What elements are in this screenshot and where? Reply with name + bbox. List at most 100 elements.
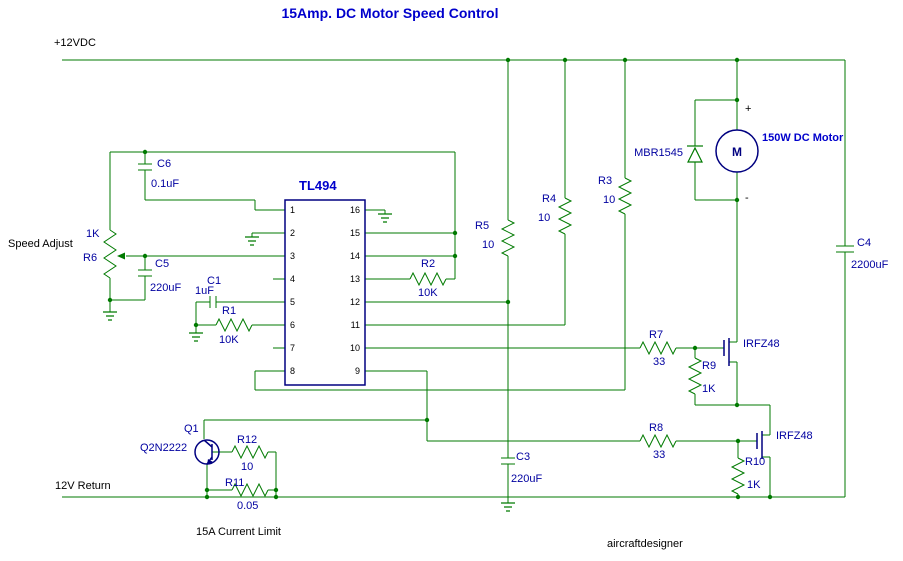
capacitor-c4-symbol <box>836 245 854 253</box>
cap-c4-value: 2200uF <box>851 259 889 271</box>
ic-pin-number: 9 <box>355 366 360 376</box>
resistor-r4-symbol <box>557 197 573 235</box>
res-r10-value: 1K <box>747 479 761 491</box>
motor-branch-wire <box>694 60 738 342</box>
junction-dot <box>692 345 698 351</box>
junction-dot <box>107 297 113 303</box>
ground-icon <box>245 236 259 246</box>
ic-pin-number: 12 <box>350 297 360 307</box>
supply-vertical-wires <box>254 60 626 503</box>
junction-dot <box>505 57 511 63</box>
junction-dot <box>622 57 628 63</box>
motor-minus-label: - <box>745 192 749 204</box>
ground-icon <box>501 502 515 512</box>
resistor-r6-pot-symbol <box>103 229 117 279</box>
junction-dots <box>107 57 773 500</box>
res-r10-ref: R10 <box>745 456 765 468</box>
diode-triangle-icon <box>687 146 703 163</box>
resistor-r3-symbol <box>617 177 633 215</box>
resistor-symbols <box>103 177 746 498</box>
power-stage-wires <box>694 341 771 497</box>
cap-c5-value: 220uF <box>150 282 181 294</box>
annotation-current-limit: 15A Current Limit <box>196 526 281 538</box>
junction-dot <box>452 230 458 236</box>
wires <box>62 59 846 503</box>
junction-dot <box>734 197 740 203</box>
res-r11-value: 0.05 <box>237 500 258 512</box>
ic-pin-number: 14 <box>350 251 360 261</box>
junction-dot <box>767 494 773 500</box>
ic-pin-number: 13 <box>350 274 360 284</box>
resistor-r9-symbol <box>687 357 703 395</box>
schematic-title: 15Amp. DC Motor Speed Control <box>281 5 498 21</box>
pot-r6-value: 1K <box>86 228 100 240</box>
mosfet-upper-symbol <box>723 338 730 366</box>
resistor-r12-symbol <box>231 444 269 460</box>
ic-pin-number: 8 <box>290 366 295 376</box>
ic-pin-number: 10 <box>350 343 360 353</box>
ic-pin-number: 5 <box>290 297 295 307</box>
res-r2-ref: R2 <box>421 258 435 270</box>
motor-plus-label: + <box>745 103 751 115</box>
mosfet-upper-part-label: IRFZ48 <box>743 338 780 350</box>
mosfet-lower-symbol <box>756 431 763 459</box>
mosfet-lower-part-label: IRFZ48 <box>776 430 813 442</box>
cap-c3-ref: C3 <box>516 451 530 463</box>
junction-dot <box>204 487 210 493</box>
resistor-r7-symbol <box>639 340 677 356</box>
net-label-12vdc: +12VDC <box>54 37 96 49</box>
ic-pin-number: 16 <box>350 205 360 215</box>
capacitor-c5-symbol <box>138 269 152 277</box>
res-r9-ref: R9 <box>702 360 716 372</box>
junction-dot <box>735 494 741 500</box>
cap-c1-ref: C1 <box>207 275 221 287</box>
junction-dot <box>734 402 740 408</box>
res-r4-ref: R4 <box>542 193 556 205</box>
junction-dot <box>734 97 740 103</box>
motor-letter: M <box>732 145 742 159</box>
cap-c1-value: 1uF <box>195 285 214 297</box>
capacitor-c1-symbol <box>209 296 217 308</box>
res-r5-value: 10 <box>482 239 494 251</box>
capacitor-c3-symbol <box>501 457 515 465</box>
cap-c6-value: 0.1uF <box>151 178 179 190</box>
pot-r6-ref: R6 <box>83 252 97 264</box>
junction-dot <box>562 57 568 63</box>
ic-pin-number: 1 <box>290 205 295 215</box>
cap-c6-ref: C6 <box>157 158 171 170</box>
res-r8-ref: R8 <box>649 422 663 434</box>
ic-pin-number: 2 <box>290 228 295 238</box>
ground-icon <box>103 311 117 321</box>
res-r9-value: 1K <box>702 383 716 395</box>
transistor-emitter-arrow-icon <box>207 459 213 465</box>
junction-dot <box>142 149 148 155</box>
ic-pin-number: 3 <box>290 251 295 261</box>
cap-c4-ref: C4 <box>857 237 871 249</box>
ic-pin-number: 6 <box>290 320 295 330</box>
res-r7-value: 33 <box>653 356 665 368</box>
dc-motor-symbol <box>715 129 759 173</box>
motor-label: 150W DC Motor <box>762 132 844 144</box>
ground-icon <box>378 213 392 223</box>
junction-dot <box>204 494 210 500</box>
net-label-12v-return: 12V Return <box>55 480 111 492</box>
diode-part-label: MBR1545 <box>634 147 683 159</box>
annotation-speed-adjust: Speed Adjust <box>8 238 73 250</box>
ground-icon <box>189 332 203 342</box>
res-r11-ref: R11 <box>225 477 244 489</box>
ic-name-label: TL494 <box>299 178 337 193</box>
ic-pin-stubs <box>273 209 377 372</box>
motor-circle <box>715 129 759 173</box>
resistor-r8-symbol <box>639 433 677 449</box>
ic-pin-number: 15 <box>350 228 360 238</box>
junction-dot <box>505 299 511 305</box>
res-r1-value: 10K <box>219 334 239 346</box>
transistor-collector-lead <box>203 439 213 448</box>
junction-dot <box>452 253 458 259</box>
junction-dot <box>273 494 279 500</box>
res-r3-ref: R3 <box>598 175 612 187</box>
res-r7-ref: R7 <box>649 329 663 341</box>
transistor-q1-part: Q2N2222 <box>140 442 187 454</box>
